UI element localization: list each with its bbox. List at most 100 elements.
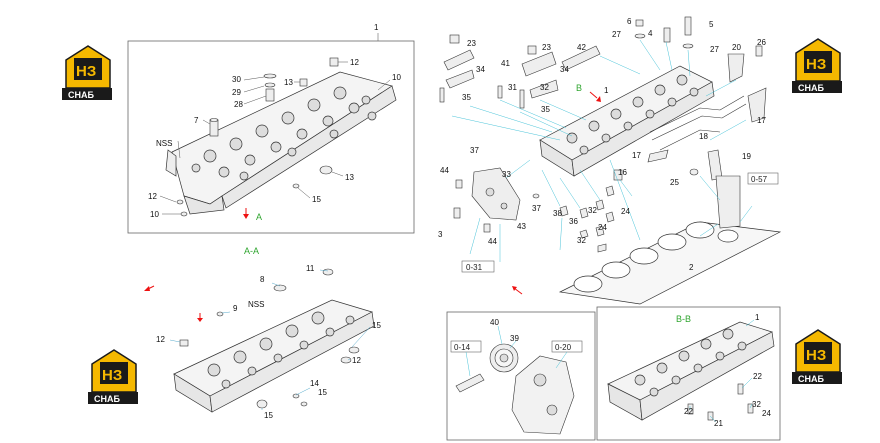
view-marker-b: B xyxy=(576,83,582,93)
callout-29: 29 xyxy=(232,88,241,97)
callout-15-aa-r: 15 xyxy=(372,321,381,330)
callout-32-b: 32 xyxy=(588,206,597,215)
svg-text:НЗ: НЗ xyxy=(806,56,826,73)
callout-15-aa-c: 15 xyxy=(264,411,273,420)
callout-6: 6 xyxy=(627,17,632,26)
leaders-right xyxy=(451,39,753,262)
callout-34-a: 34 xyxy=(476,65,485,74)
callout-25: 25 xyxy=(670,178,679,187)
callout-19: 19 xyxy=(742,152,751,161)
svg-text:0-57: 0-57 xyxy=(751,175,768,184)
callout-27-b: 27 xyxy=(710,45,719,54)
cylinder-head-aa xyxy=(173,299,375,413)
callout-10-left: 10 xyxy=(150,210,159,219)
svg-text:0-31: 0-31 xyxy=(466,263,483,272)
gear-housing xyxy=(511,355,575,435)
callout-17-a: 17 xyxy=(757,116,766,125)
callout-13-top: 13 xyxy=(284,78,293,87)
callout-35-b: 35 xyxy=(541,105,550,114)
rear-bracket xyxy=(471,167,521,221)
callout-12-aa-r: 12 xyxy=(352,356,361,365)
svg-text:НЗ: НЗ xyxy=(806,347,826,364)
callout-1-main: 1 xyxy=(604,86,609,95)
callout-24-c: 24 xyxy=(762,409,771,418)
lower-small-parts xyxy=(453,179,615,253)
arrow-aa-left xyxy=(144,285,155,291)
logo-bottom-right: НЗ СНАБ xyxy=(792,329,842,384)
ref-box-0-14: 0-14 xyxy=(450,340,482,353)
small-parts-aa xyxy=(179,268,360,409)
ref-box-0-57: 0-57 xyxy=(747,172,779,185)
callout-20: 20 xyxy=(732,43,741,52)
callout-3: 3 xyxy=(438,230,443,239)
svg-text:СНАБ: СНАБ xyxy=(68,90,94,100)
callout-27-a: 27 xyxy=(612,30,621,39)
callout-35-a: 35 xyxy=(462,93,471,102)
cylinder-head-topleft xyxy=(165,71,397,215)
callout-2: 2 xyxy=(689,263,694,272)
callout-1-bb: 1 xyxy=(755,313,760,322)
callout-34-b: 34 xyxy=(560,65,569,74)
small-parts-topleft xyxy=(176,57,339,217)
svg-text:СНАБ: СНАБ xyxy=(798,374,824,384)
callout-32-c: 32 xyxy=(577,236,586,245)
arrow-right-gasket xyxy=(512,286,523,295)
callout-7: 7 xyxy=(194,116,199,125)
svg-text:НЗ: НЗ xyxy=(102,367,122,384)
callout-11: 11 xyxy=(306,264,315,273)
callout-33: 33 xyxy=(502,170,511,179)
camshaft-gear xyxy=(455,343,519,393)
callout-26: 26 xyxy=(757,38,766,47)
callout-32-a: 32 xyxy=(540,83,549,92)
callout-18: 18 xyxy=(699,132,708,141)
view-marker-a: A xyxy=(256,212,262,222)
leaders-aa xyxy=(169,269,371,410)
svg-text:0-20: 0-20 xyxy=(555,343,572,352)
svg-text:СНАБ: СНАБ xyxy=(94,394,120,404)
leaders-bb xyxy=(689,319,755,423)
callout-42: 42 xyxy=(577,43,586,52)
svg-text:СНАБ: СНАБ xyxy=(798,83,824,93)
callout-24-a: 24 xyxy=(621,207,630,216)
callout-14: 14 xyxy=(310,379,319,388)
logo-top-right: НЗ СНАБ xyxy=(792,38,842,93)
callout-16: 16 xyxy=(618,168,627,177)
view-box-topleft xyxy=(127,40,415,234)
callout-44-a: 44 xyxy=(440,166,449,175)
leaders-topleft xyxy=(159,61,391,215)
callout-31: 31 xyxy=(508,83,517,92)
callout-9: 9 xyxy=(233,304,238,313)
callout-22-a: 22 xyxy=(753,372,762,381)
callout-15-top: 15 xyxy=(312,195,321,204)
callout-37-b: 37 xyxy=(532,204,541,213)
ref-box-0-31: 0-31 xyxy=(461,260,495,273)
callout-13-right: 13 xyxy=(345,173,354,182)
logo-bottom-left: НЗ СНАБ xyxy=(88,349,138,404)
callout-40: 40 xyxy=(490,318,499,327)
logo-top-left: НЗ СНАБ xyxy=(62,45,112,100)
callout-32-d: 32 xyxy=(752,400,761,409)
callout-44-b: 44 xyxy=(488,237,497,246)
callout-8: 8 xyxy=(260,275,265,284)
note-nss-top: NSS xyxy=(156,139,172,148)
fuel-lines xyxy=(649,95,747,151)
upper-small-parts xyxy=(439,16,767,123)
view-arrow-b xyxy=(589,91,601,102)
view-box-gear xyxy=(446,311,596,441)
section-label-aa: A-A xyxy=(244,246,259,256)
callout-36: 36 xyxy=(569,217,578,226)
callout-10-top: 10 xyxy=(392,73,401,82)
callout-5: 5 xyxy=(709,20,714,29)
small-parts-bb xyxy=(687,383,754,421)
cylinder-head-bb xyxy=(607,321,775,421)
callout-12-aa: 12 xyxy=(156,335,165,344)
callout-4: 4 xyxy=(648,29,653,38)
callout-12-top: 12 xyxy=(350,58,359,67)
svg-text:0-14: 0-14 xyxy=(454,343,471,352)
callout-30: 30 xyxy=(232,75,241,84)
section-label-bb: B-B xyxy=(676,314,691,324)
callout-1-topleft: 1 xyxy=(374,23,379,32)
callout-38: 38 xyxy=(553,209,562,218)
ref-box-0-20: 0-20 xyxy=(551,340,583,353)
